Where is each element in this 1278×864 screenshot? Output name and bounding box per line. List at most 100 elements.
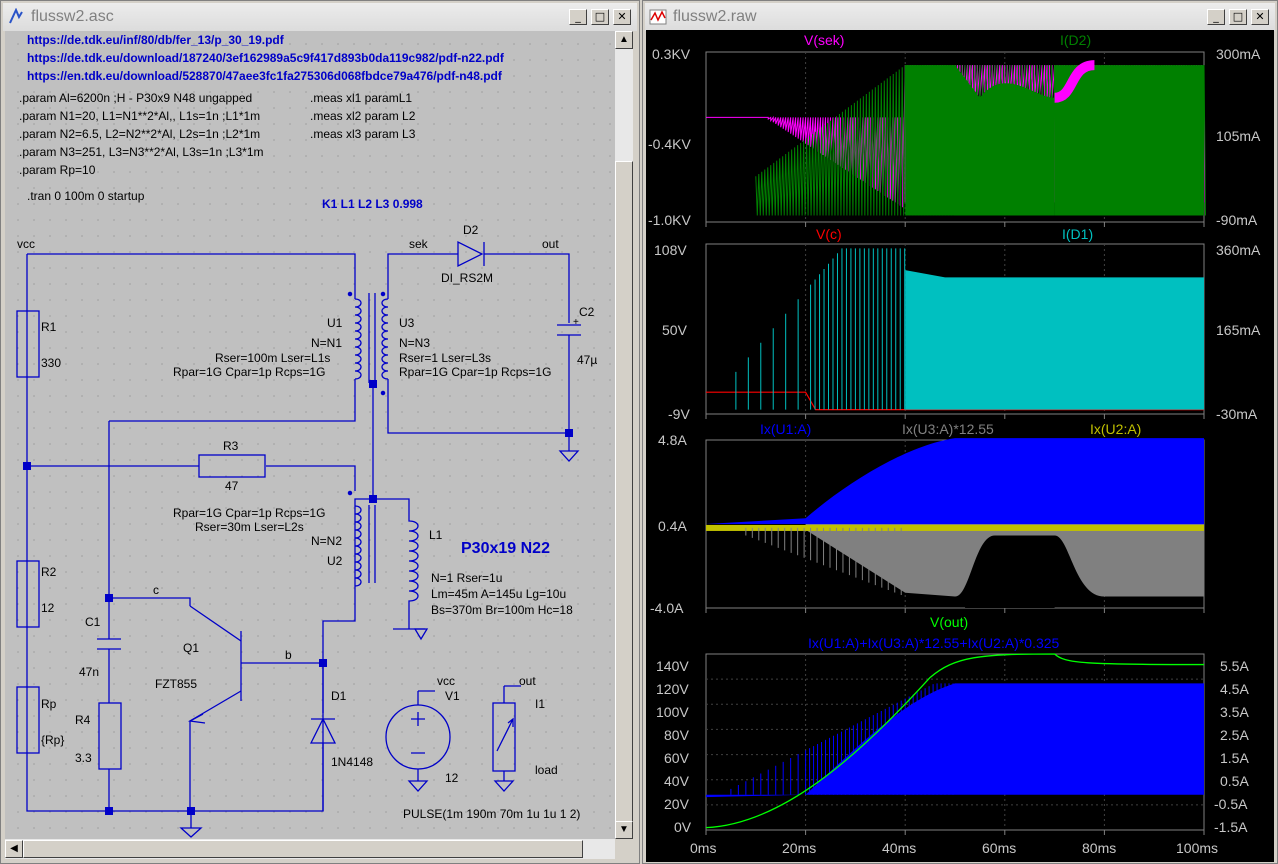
coupling-directive[interactable]: K1 L1 L2 L3 0.998	[322, 197, 423, 211]
meas-directive-1[interactable]: .meas xl1 paramL1	[310, 91, 413, 105]
l1-line-3[interactable]: Bs=370m Br=100m Hc=18	[431, 603, 573, 617]
trace-label-vout[interactable]: V(out)	[930, 614, 969, 630]
schematic-titlebar[interactable]: flussw2.asc _ □ ✕	[3, 3, 637, 31]
r4-name[interactable]: R4	[75, 713, 91, 727]
waveform-plots[interactable]	[646, 30, 1274, 862]
close-button[interactable]: ✕	[1251, 9, 1269, 25]
param-directive-2[interactable]: .param N1=20, L1=N1**2*Al,, L1s=1n ;L1*1…	[19, 109, 261, 123]
schematic-title: flussw2.asc	[31, 8, 114, 25]
u1-line-1[interactable]: N=N1	[311, 336, 343, 350]
q1-value[interactable]: FZT855	[155, 677, 198, 691]
ltspice-schematic-icon	[9, 8, 23, 24]
r4-value[interactable]: 3.3	[75, 751, 92, 765]
y-tick-right: -1.5A	[1214, 819, 1248, 835]
trace-label-vc[interactable]: V(c)	[816, 226, 842, 242]
u1-name[interactable]: U1	[327, 316, 343, 330]
trace-ixu2	[706, 524, 1204, 531]
schematic-vertical-scrollbar[interactable]: ▲ ▼	[615, 31, 633, 839]
l1-name[interactable]: L1	[429, 528, 443, 542]
url-1[interactable]: https://de.tdk.eu/inf/80/db/fer_13/p_30_…	[27, 33, 284, 47]
tran-directive[interactable]: .tran 0 100m 0 startup	[27, 189, 145, 203]
url-2[interactable]: https://de.tdk.eu/download/187240/3ef162…	[27, 51, 504, 65]
u1-line-2[interactable]: Rser=100m Lser=L1s	[215, 351, 331, 365]
u2-name[interactable]: U2	[327, 554, 343, 568]
u3-line-1[interactable]: N=N3	[399, 336, 431, 350]
trace-id1-fill	[905, 270, 1204, 410]
param-directive-3[interactable]: .param N2=6.5, L2=N2**2*Al, L2s=1n ;L2*1…	[19, 127, 261, 141]
u3-name[interactable]: U3	[399, 316, 415, 330]
url-3[interactable]: https://en.tdk.eu/download/528870/47aee3…	[27, 69, 502, 83]
r1-value[interactable]: 330	[41, 356, 62, 370]
y-tick: -0.4KV	[648, 136, 691, 152]
y-tick-right: 165mA	[1216, 322, 1261, 338]
trace-label-id1[interactable]: I(D1)	[1062, 226, 1094, 242]
y-tick-right: 360mA	[1216, 242, 1261, 258]
param-directive-5[interactable]: .param Rp=10	[19, 163, 96, 177]
meas-directive-3[interactable]: .meas xl3 param L3	[310, 127, 416, 141]
c2-name[interactable]: C2	[579, 305, 595, 319]
close-button[interactable]: ✕	[613, 9, 631, 25]
d2-value[interactable]: DI_RS2M	[441, 271, 494, 285]
pulse-directive[interactable]: PULSE(1m 190m 70m 1u 1u 1 2)	[403, 807, 581, 821]
core-label[interactable]: P30x19 N22	[461, 540, 550, 557]
u2-line-2[interactable]: Rser=30m Lser=L2s	[195, 520, 304, 534]
schematic-canvas[interactable]: https://de.tdk.eu/inf/80/db/fer_13/p_30_…	[5, 31, 615, 839]
trace-ixu3-spikes	[745, 527, 902, 596]
param-directive-4[interactable]: .param N3=251, L3=N3**2*Al, L3s=1n ;L3*1…	[19, 145, 264, 159]
scroll-left-button[interactable]: ◀	[5, 840, 23, 858]
l1-line-1[interactable]: N=1 Rser=1u	[431, 571, 503, 585]
y-tick: 0.3KV	[652, 46, 691, 62]
trace-label-id2[interactable]: I(D2)	[1060, 32, 1092, 48]
r3-value[interactable]: 47	[225, 479, 239, 493]
rp-name[interactable]: Rp	[41, 697, 57, 711]
trace-label-ixu2[interactable]: Ix(U2:A)	[1090, 421, 1142, 437]
r2-name[interactable]: R2	[41, 565, 57, 579]
r1-name[interactable]: R1	[41, 320, 57, 334]
r2-value[interactable]: 12	[41, 601, 55, 615]
rp-value[interactable]: {Rp}	[41, 733, 65, 747]
c2-value[interactable]: 47µ	[577, 353, 598, 367]
trace-label-ixu3[interactable]: Ix(U3:A)*12.55	[902, 421, 994, 437]
y-tick-right: 1.5A	[1220, 750, 1249, 766]
u3-line-3[interactable]: Rpar=1G Cpar=1p Rcps=1G	[399, 365, 552, 379]
waveform-plot-area[interactable]: V(sek) I(D2) 0.3KV -0.4KV -1.0KV 300mA 1…	[646, 30, 1274, 862]
trace-label-sum[interactable]: Ix(U1:A)+Ix(U3:A)*12.55+Ix(U2:A)*0.325	[808, 635, 1060, 651]
i1-value[interactable]: load	[535, 763, 558, 777]
minimize-button[interactable]: _	[569, 9, 587, 25]
u2-line-1[interactable]: Rpar=1G Cpar=1p Rcps=1G	[173, 506, 326, 520]
param-directive-1[interactable]: .param Al=6200n ;H - P30x9 N48 ungapped	[19, 91, 253, 105]
trace-label-ixu1[interactable]: Ix(U1:A)	[760, 421, 812, 437]
y-tick: 108V	[654, 242, 687, 258]
u3-line-2[interactable]: Rser=1 Lser=L3s	[399, 351, 492, 365]
d2-name[interactable]: D2	[463, 223, 479, 237]
trace-label-vsek[interactable]: V(sek)	[804, 32, 845, 48]
y-tick-right: -90mA	[1216, 212, 1258, 228]
u2-line-3[interactable]: N=N2	[311, 534, 343, 548]
i1-name[interactable]: I1	[535, 697, 546, 711]
hscroll-thumb[interactable]	[23, 840, 583, 858]
c1-value[interactable]: 47n	[79, 665, 100, 679]
c1-name[interactable]: C1	[85, 615, 101, 629]
waveform-titlebar[interactable]: flussw2.raw _ □ ✕	[645, 3, 1275, 31]
scroll-up-button[interactable]: ▲	[615, 31, 633, 49]
x-tick: 60ms	[982, 840, 1017, 856]
u1-line-3[interactable]: Rpar=1G Cpar=1p Rcps=1G	[173, 365, 326, 379]
maximize-button[interactable]: □	[591, 9, 609, 25]
scroll-down-button[interactable]: ▼	[615, 821, 633, 839]
d1-name[interactable]: D1	[331, 689, 347, 703]
v1-value[interactable]: 12	[445, 771, 459, 785]
y-tick: 50V	[662, 322, 687, 338]
meas-directive-2[interactable]: .meas xl2 param L2	[310, 109, 416, 123]
v1-name[interactable]: V1	[445, 689, 460, 703]
q1-name[interactable]: Q1	[183, 641, 200, 655]
y-tick: 0.4A	[658, 518, 687, 534]
scroll-thumb[interactable]	[615, 161, 633, 833]
schematic-horizontal-scrollbar[interactable]: ◀	[5, 839, 615, 859]
r3-name[interactable]: R3	[223, 439, 239, 453]
l1-line-2[interactable]: Lm=45m A=145u Lg=10u	[431, 587, 567, 601]
schematic-window[interactable]: flussw2.asc _ □ ✕	[0, 0, 640, 864]
minimize-button[interactable]: _	[1207, 9, 1225, 25]
y-tick-right: 105mA	[1216, 128, 1261, 144]
d1-value[interactable]: 1N4148	[331, 755, 374, 769]
maximize-button[interactable]: □	[1229, 9, 1247, 25]
